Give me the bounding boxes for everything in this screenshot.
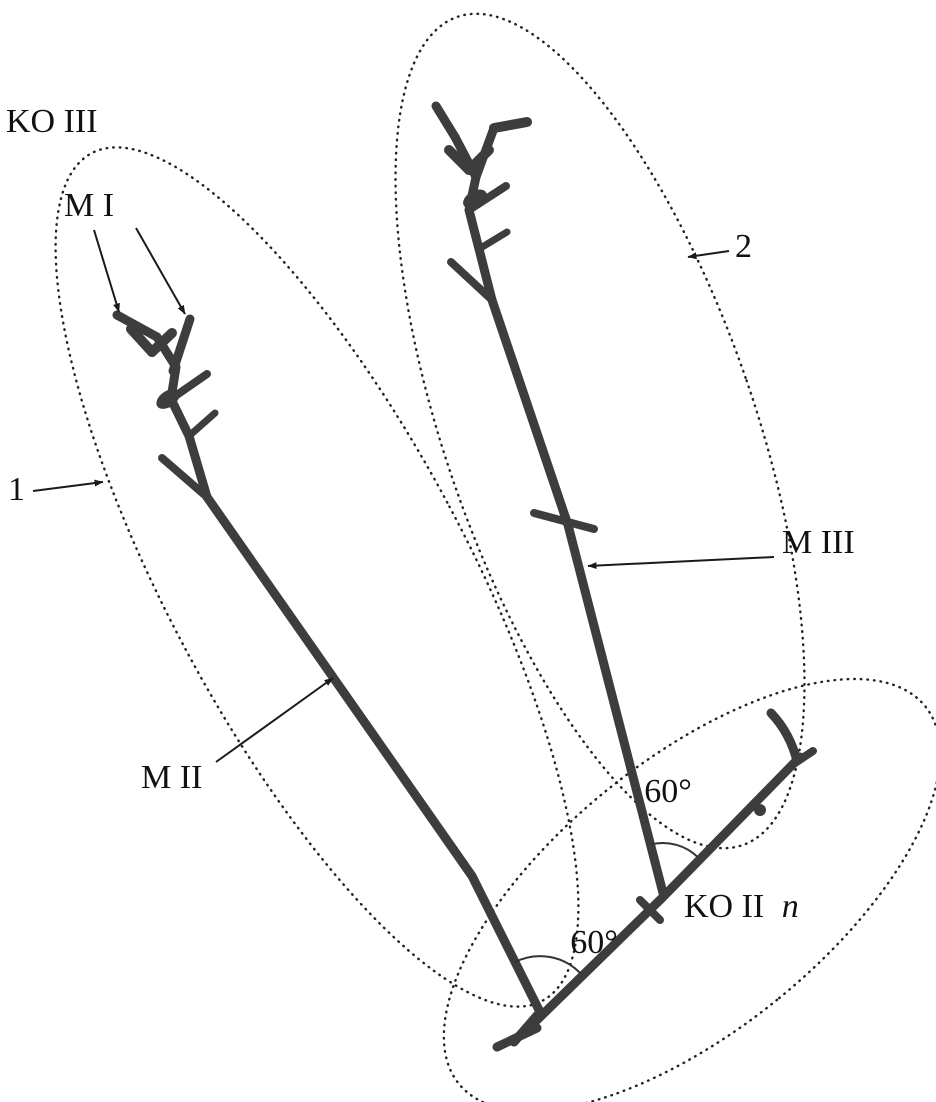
labels: KO III M I 1 2 M III M II 60° 60° KO II …	[6, 103, 855, 961]
angle-arc-upper	[650, 842, 700, 859]
label-ko-ii-prefix: KO II	[684, 888, 764, 925]
shoot-ko2-tip-spur	[791, 747, 817, 767]
label-region-2: 2	[735, 228, 752, 265]
region-1-outline	[54, 146, 580, 1008]
label-m-i: M I	[64, 187, 114, 224]
label-angle-upper: 60°	[644, 773, 692, 810]
shoot-ko2	[532, 708, 817, 1025]
shoot-m2-twig-right-tip	[168, 314, 195, 376]
leader-arrow-m3	[587, 556, 775, 570]
shoot-ko2-scar-tick	[636, 896, 664, 924]
leader-arrow-m2	[215, 677, 334, 763]
leader-arrows	[32, 227, 775, 763]
leader-arrow-region1	[32, 479, 104, 492]
shoot-m3-lower-spur	[475, 228, 511, 253]
shoot-m3-main-stem	[450, 132, 668, 898]
shoot-m2-upper-spur	[185, 409, 219, 440]
shoot-m3	[431, 101, 668, 898]
label-ko-ii-n: KO II n	[684, 888, 799, 925]
shoot-m3-twig-v-right	[464, 145, 494, 175]
label-m-iii: M III	[782, 524, 855, 561]
label-ko-ii-variable: n	[782, 888, 799, 925]
region-3-outline	[442, 677, 936, 1102]
shoot-m2-side-spur	[158, 454, 211, 501]
shoot-m2	[112, 310, 545, 1052]
shoot-ko2-hook-twig	[766, 708, 802, 766]
leader-arrow-m1-right	[135, 227, 186, 315]
shoot-m3-twig-left-tip	[431, 101, 460, 142]
shoot-m2-main-stem	[152, 332, 545, 1047]
shoot-ko2-main-stem	[532, 752, 805, 1025]
angle-marks	[514, 842, 700, 975]
shoot-ko2-bud	[754, 804, 766, 816]
label-region-1: 1	[8, 471, 25, 508]
label-ko-iii: KO III	[6, 103, 98, 140]
label-m-ii: M II	[141, 759, 202, 796]
angle-arc-lower	[514, 955, 582, 975]
shoot-m2-base-bar	[492, 1023, 542, 1052]
shoot-m2-twig-v-left	[126, 324, 157, 357]
shoot-m2-bud	[156, 389, 180, 409]
shoot-m3-side-spur	[447, 258, 496, 304]
leader-arrow-region2	[687, 250, 730, 260]
shoot-m2-twig-v-right	[147, 328, 177, 357]
region-2-outline	[394, 12, 806, 850]
leader-arrow-m1-left	[93, 229, 120, 313]
shoot-m3-scar-tick	[530, 509, 598, 533]
shoot-m3-bud	[463, 189, 487, 209]
shoot-m2-twig-left-tip	[112, 310, 162, 342]
shoot-m3-twig-top-right	[489, 117, 532, 133]
label-angle-lower: 60°	[570, 924, 618, 961]
